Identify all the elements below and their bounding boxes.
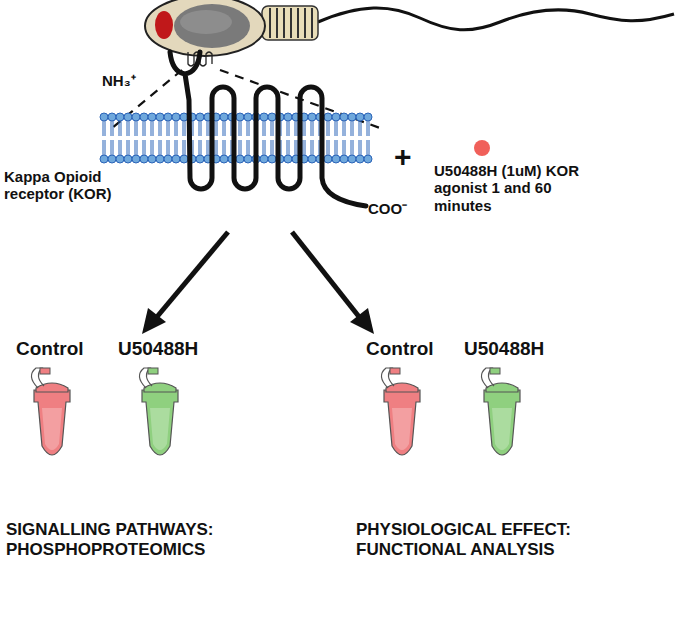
treatment-label: U50488H (1uM) KOR agonist 1 and 60 minut… [434, 162, 584, 214]
sample-label: Control [366, 338, 456, 360]
receptor-label: Kappa Opioid receptor (KOR) [4, 168, 144, 203]
sample-label: Control [16, 338, 106, 360]
sample-label: U50488H [118, 338, 218, 360]
pathway-caption: PHYSIOLOGICAL EFFECT: FUNCTIONAL ANALYSI… [356, 520, 636, 559]
terminus-label: COO⁻ [368, 200, 428, 217]
plus-sign: + [394, 140, 424, 175]
sample-label: U50488H [464, 338, 564, 360]
pathway-caption: SIGNALLING PATHWAYS: PHOSPHOPROTEOMICS [6, 520, 256, 559]
terminus-label: NH₃⁺ [102, 72, 162, 89]
